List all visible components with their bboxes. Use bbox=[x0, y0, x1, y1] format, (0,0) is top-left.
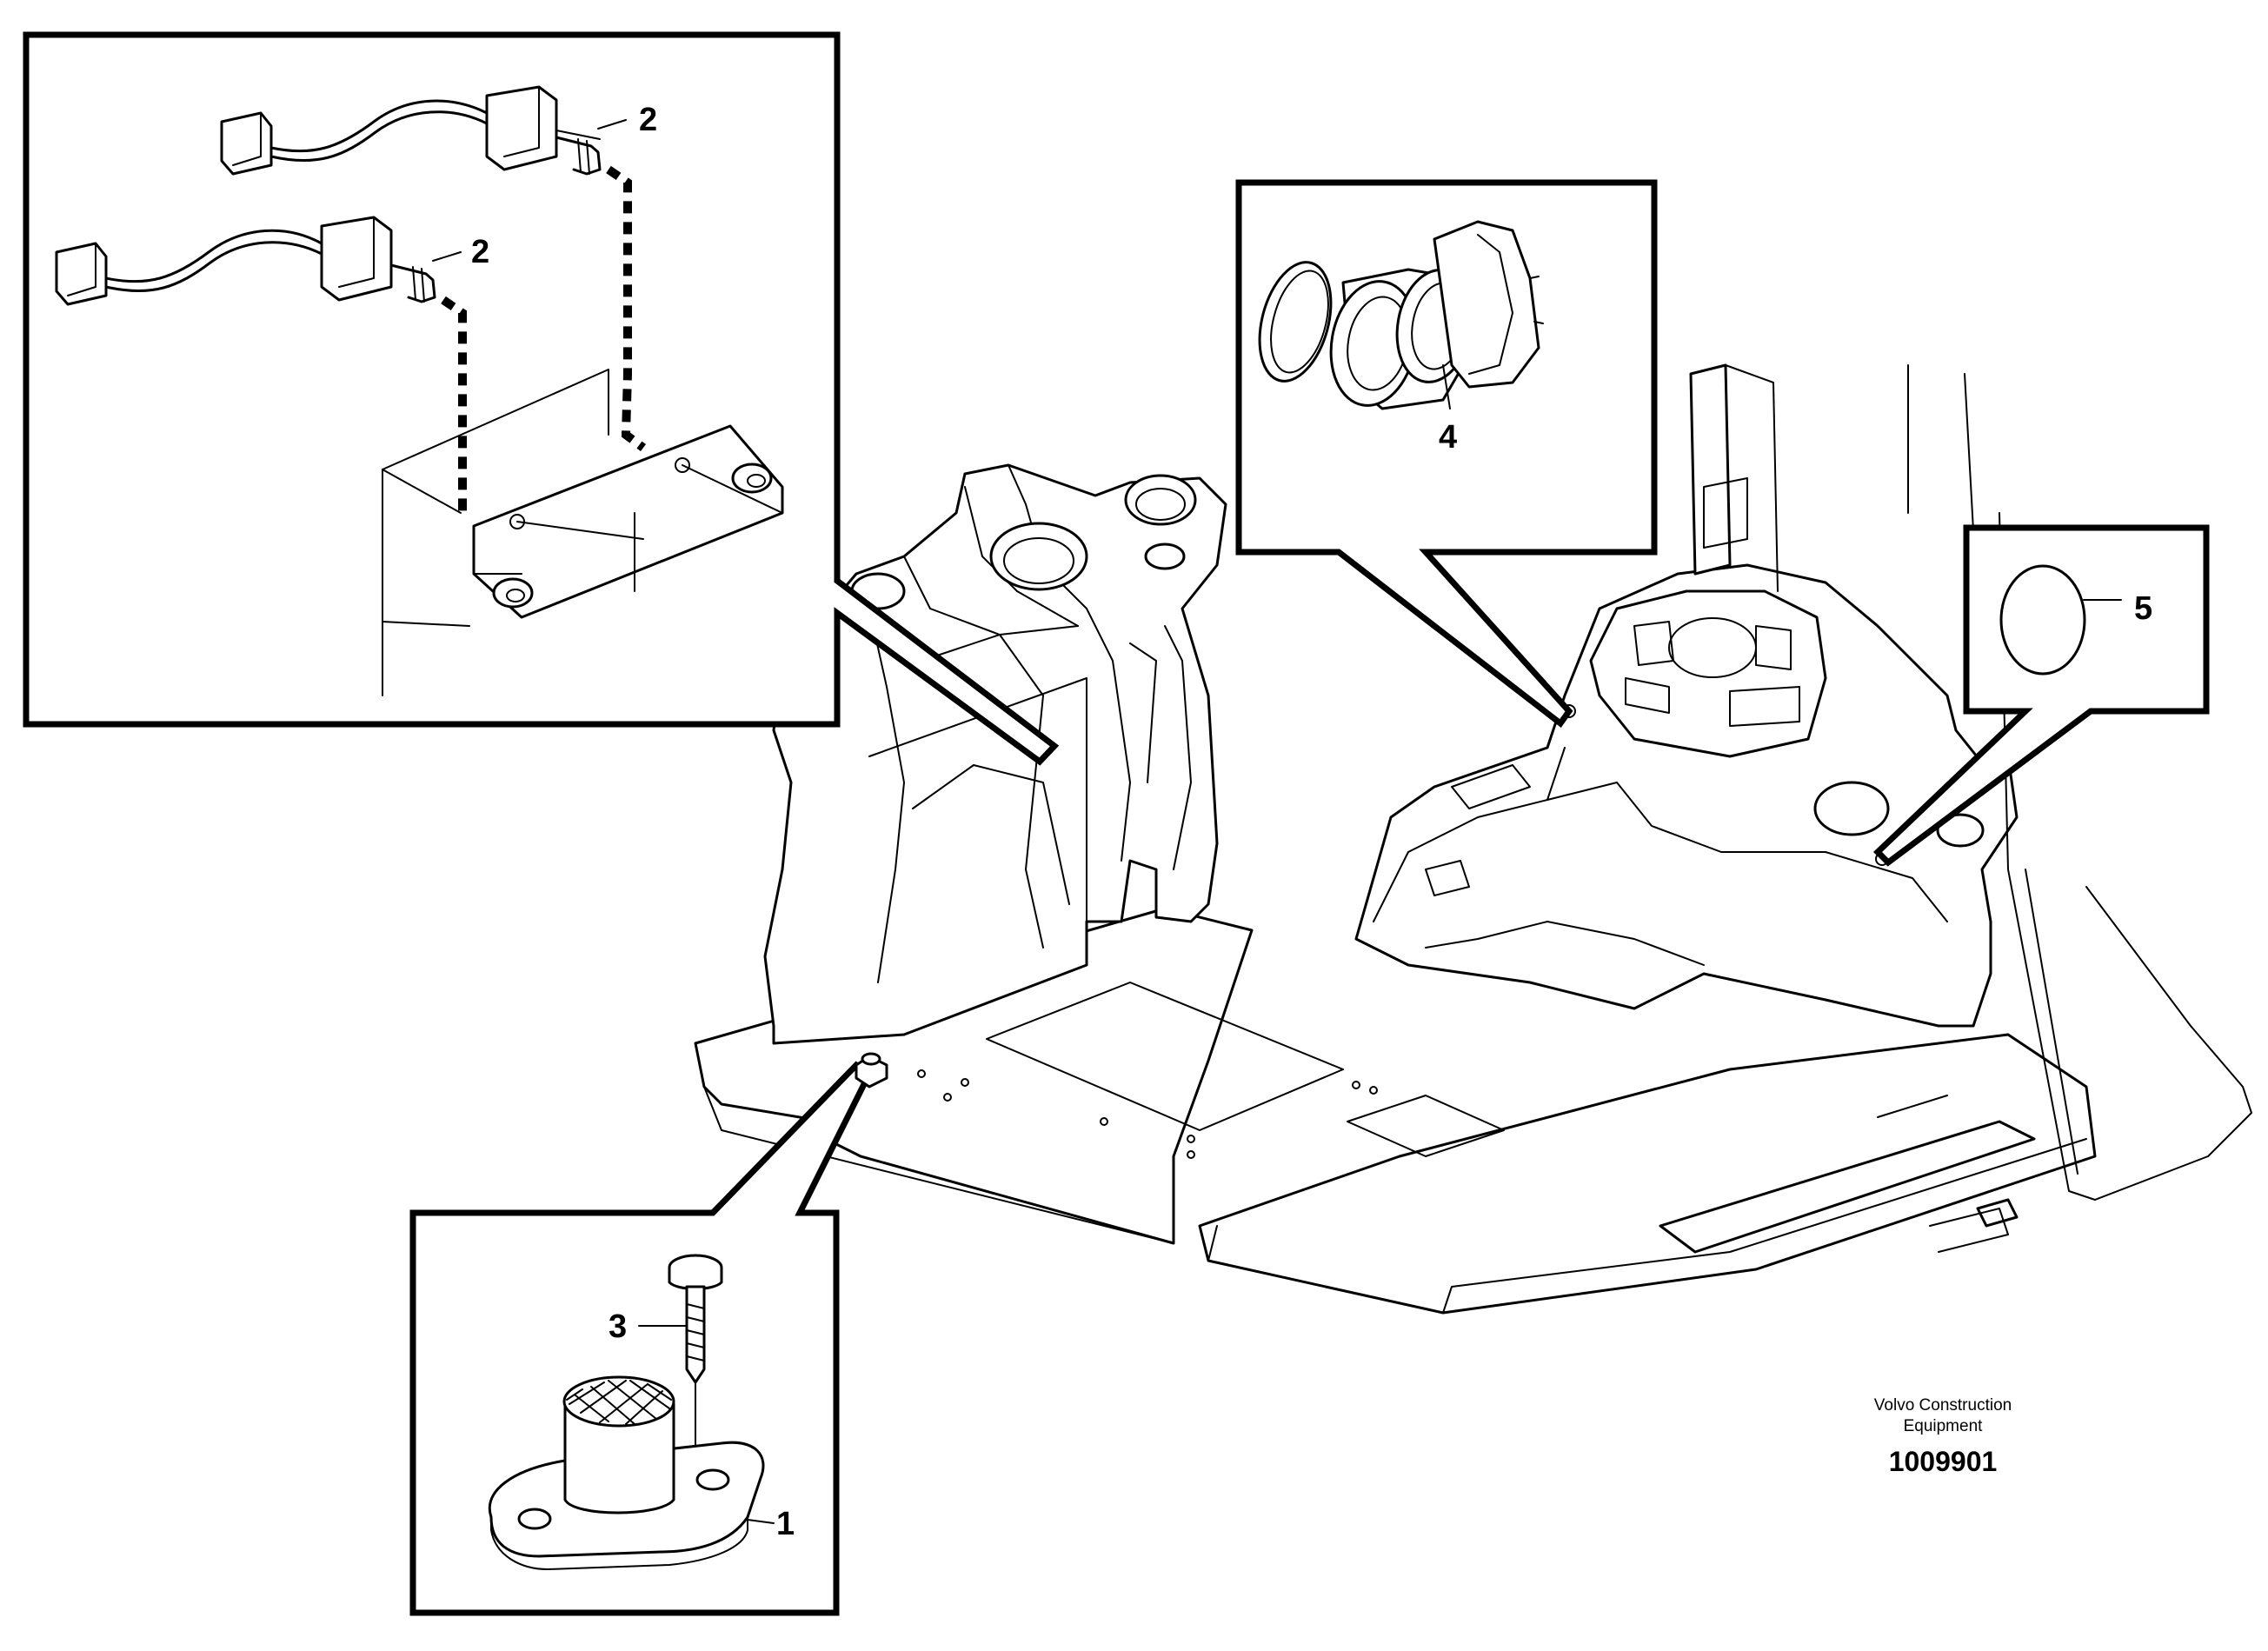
callout-part-3: 3 bbox=[609, 1308, 627, 1345]
detail-box-sensor-harness bbox=[23, 31, 1060, 766]
document-number: 1009901 bbox=[1889, 1446, 1998, 1477]
callout-part-2a: 2 bbox=[639, 102, 657, 138]
callout-labels: 2 2 4 5 3 1 bbox=[471, 102, 2152, 1542]
detail-box-damper bbox=[409, 1052, 888, 1616]
callout-part-4: 4 bbox=[1439, 419, 1457, 456]
callout-part-2b: 2 bbox=[471, 234, 489, 270]
detail-box-plug bbox=[1872, 524, 2210, 867]
maker-name-line2: Equipment bbox=[1904, 1417, 1984, 1435]
callout-part-5: 5 bbox=[2134, 590, 2152, 627]
detail-box-grommet bbox=[1235, 179, 1658, 728]
callout-part-1: 1 bbox=[776, 1506, 795, 1542]
maker-name-line1: Volvo Construction bbox=[1874, 1396, 2012, 1415]
title-block: Volvo Construction Equipment 1009901 bbox=[1874, 1396, 2012, 1477]
